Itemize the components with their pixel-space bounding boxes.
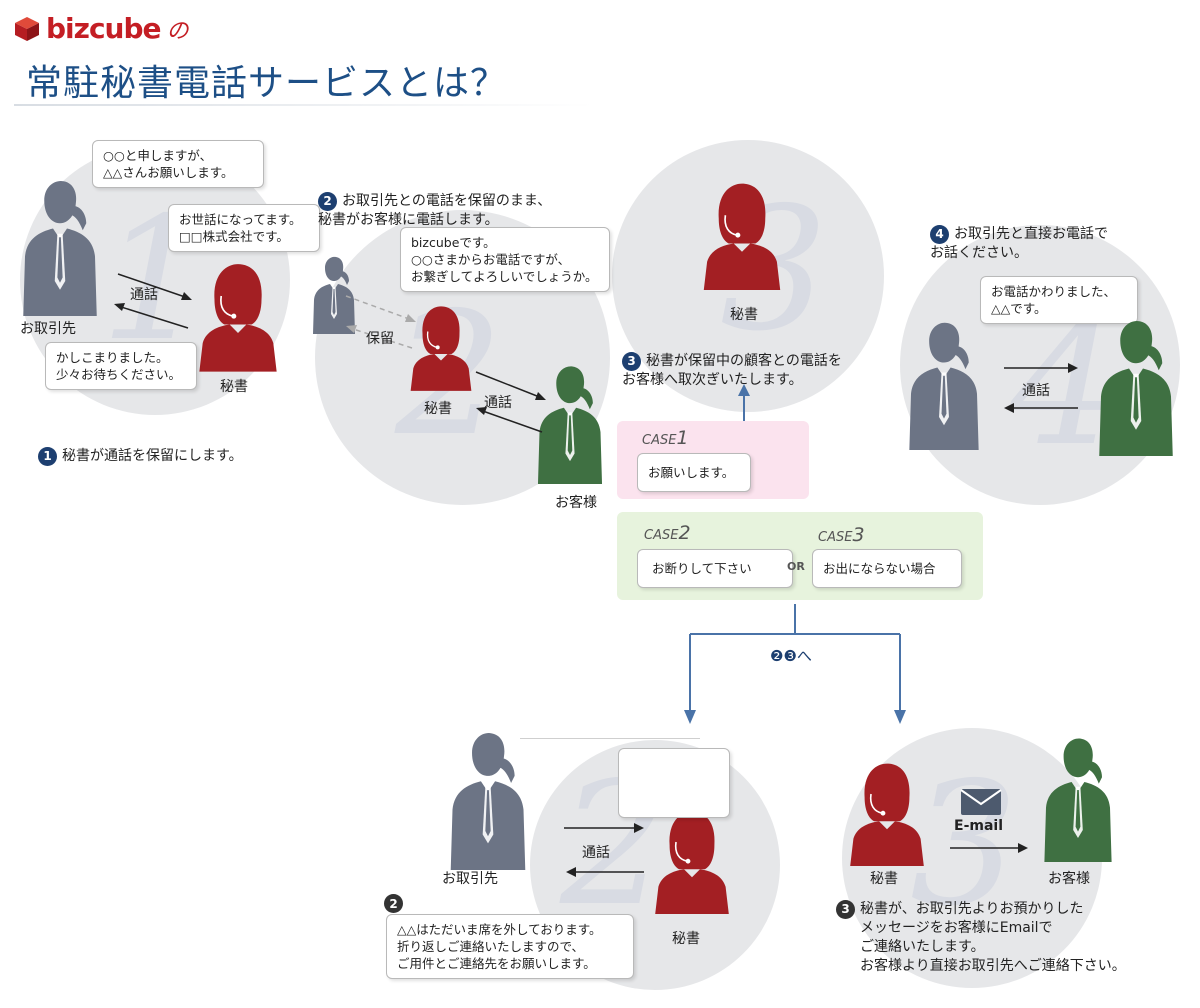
branch2-call-arrows bbox=[564, 823, 644, 877]
step1-number-badge: 1 bbox=[38, 447, 57, 466]
step4-circle bbox=[900, 225, 1180, 505]
customer-figure-step4 bbox=[1092, 316, 1180, 456]
or-label: OR bbox=[787, 560, 805, 573]
step3-number-badge: 3 bbox=[622, 352, 641, 371]
step3-secretary-label: 秘書 bbox=[730, 307, 758, 323]
step2-customer-label: お客様 bbox=[555, 495, 597, 511]
title-divider bbox=[14, 104, 594, 106]
branch2-empty-bubble bbox=[618, 748, 730, 818]
case1-bubble: お願いします。 bbox=[637, 453, 751, 492]
header-logo: bizcube の bbox=[14, 12, 189, 45]
step1-secretary-label: 秘書 bbox=[220, 379, 248, 395]
secretary-figure-branch2 bbox=[652, 808, 732, 916]
envelope-icon bbox=[960, 789, 1002, 815]
case2-bubble: お断りして下さい bbox=[637, 549, 793, 588]
step1-call-arrows bbox=[114, 273, 192, 329]
branch3-email-label: E-mail bbox=[954, 818, 1004, 834]
branch3-email-arrow bbox=[950, 843, 1028, 853]
branch2-bubble-edge bbox=[520, 738, 700, 749]
branch3-customer-label: お客様 bbox=[1048, 871, 1090, 887]
case1-label: CASE1 bbox=[642, 427, 689, 449]
step4-customer-bubble: お電話かわりました、 △△です。 bbox=[980, 276, 1138, 324]
branch2-number-badge: 2 bbox=[384, 894, 403, 913]
step2-number-badge: 2 bbox=[318, 192, 337, 211]
branch3-secretary-label: 秘書 bbox=[870, 871, 898, 887]
step1-partner-label: お取引先 bbox=[20, 321, 76, 337]
branch-connector-arrows bbox=[684, 604, 906, 724]
branch2-secretary-bubble: △△はただいま席を外しております。 折り返しご連絡いたしますので、 ご用件とご連… bbox=[386, 914, 634, 979]
step2-call-label: 通話 bbox=[484, 395, 512, 411]
secretary-figure-branch3 bbox=[846, 762, 928, 866]
branch3-watermark-number: 3 bbox=[910, 746, 1019, 944]
cube-logo-icon bbox=[15, 16, 39, 41]
secretary-figure-step3 bbox=[700, 182, 784, 290]
branch2-partner-label: お取引先 bbox=[442, 871, 498, 887]
step4-call-label: 通話 bbox=[1022, 383, 1050, 399]
step2-hold-arrows bbox=[345, 295, 416, 349]
case2-label: CASE2 bbox=[644, 522, 691, 544]
step2-call-arrows bbox=[475, 371, 546, 433]
secretary-figure-step1 bbox=[196, 262, 280, 372]
step2-hold-label: 保留 bbox=[366, 331, 394, 347]
branch2-call-label: 通話 bbox=[582, 845, 610, 861]
step1-secretary-bubble: お世話になってます。 □□株式会社です。 bbox=[168, 204, 320, 252]
case3-bubble: お出にならない場合 bbox=[812, 549, 962, 588]
branch-label: ❷❸へ bbox=[768, 645, 814, 666]
step1-partner-bubble: ○○と申しますが、 △△さんお願いします。 bbox=[92, 140, 264, 188]
page-title: 常駐秘書電話サービスとは？ bbox=[26, 63, 508, 104]
step1-call-label: 通話 bbox=[130, 287, 158, 303]
branch2-secretary-label: 秘書 bbox=[672, 931, 700, 947]
partner-figure-branch2 bbox=[440, 728, 536, 870]
case3-label: CASE3 bbox=[818, 524, 865, 546]
step4-call-arrows bbox=[1004, 363, 1078, 413]
step2-secretary-label: 秘書 bbox=[424, 401, 452, 417]
logo-text: bizcube bbox=[46, 12, 162, 45]
customer-figure-branch3 bbox=[1036, 734, 1120, 862]
logo-suffix: の bbox=[166, 18, 189, 44]
step4-number-badge: 4 bbox=[930, 225, 949, 244]
partner-figure-step1 bbox=[14, 176, 106, 316]
step2-secretary-bubble: bizcubeです。 ○○さまからお電話ですが、 お繋ぎしてよろしいでしょうか。 bbox=[400, 227, 610, 292]
branch3-number-badge: 3 bbox=[836, 900, 855, 919]
partner-figure-step4 bbox=[902, 318, 986, 450]
step1-reply-bubble: かしこまりました。 少々お待ちください。 bbox=[45, 342, 197, 390]
